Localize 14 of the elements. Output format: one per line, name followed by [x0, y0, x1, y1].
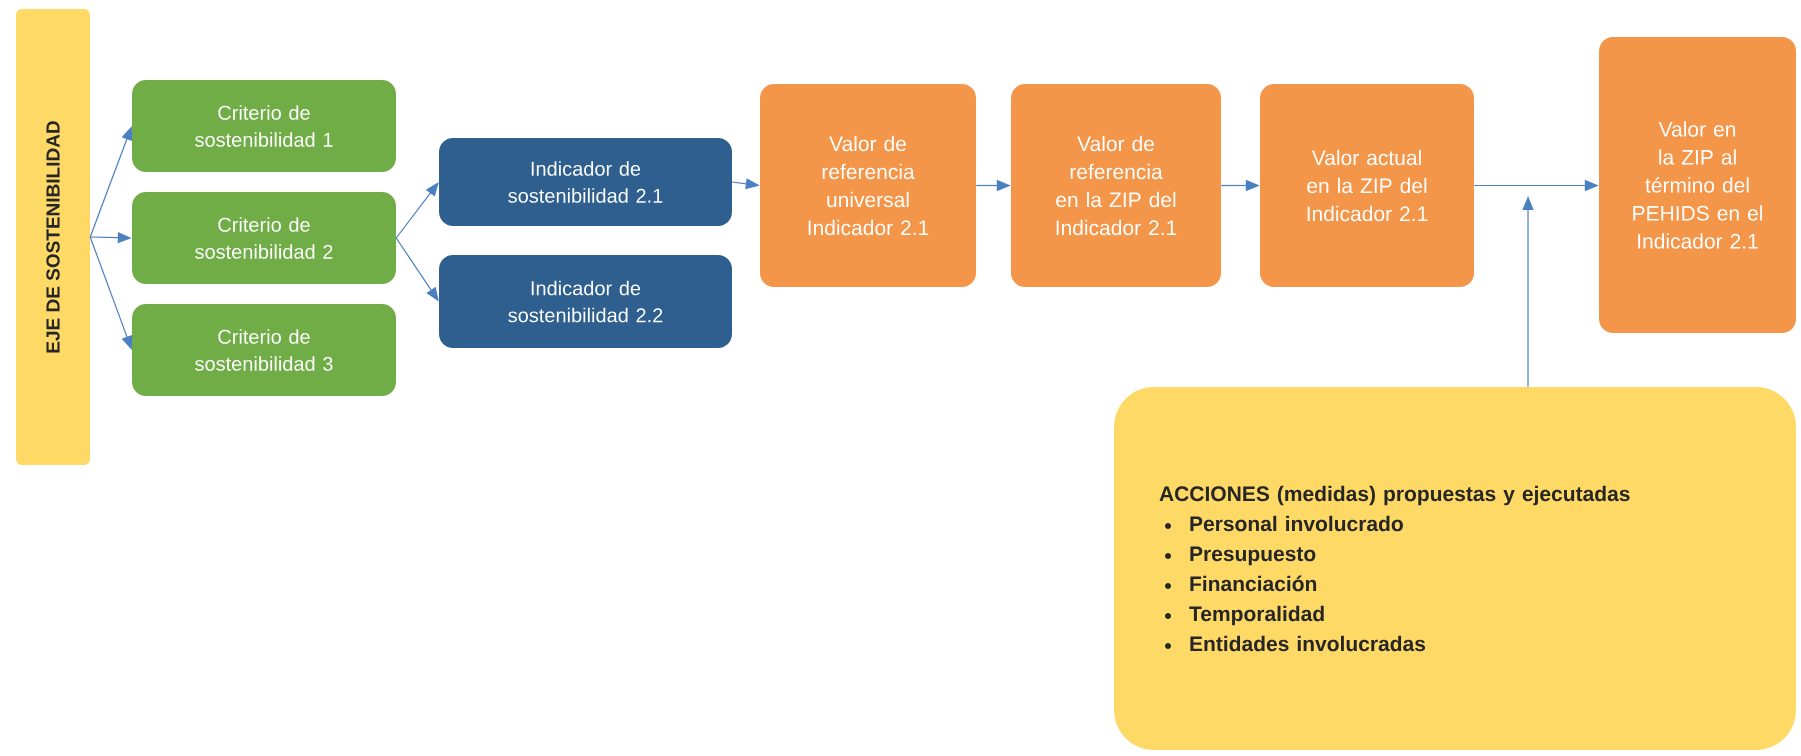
process-box: Valor de referencia en la ZIP del Indicador 2.1 [1011, 84, 1221, 287]
process-box: Criterio de sostenibilidad 3 [132, 304, 396, 396]
process-box: Criterio de sostenibilidad 2 [132, 192, 396, 284]
axis-band: EJE DE SOSTENIBILIDAD [16, 9, 90, 465]
arrow [89, 236, 133, 350]
arrow [89, 126, 133, 238]
process-box: Valor en la ZIP al término del PEHIDS en el Indicador 2.1 [1599, 37, 1796, 333]
arrow [395, 182, 439, 239]
process-box: Criterio de sostenibilidad 1 [132, 80, 396, 172]
process-box: Valor de referencia universal Indicador 2.1 [760, 84, 976, 287]
process-box: Valor actual en la ZIP del Indicador 2.1 [1260, 84, 1474, 287]
actions-box: ACCIONES (medidas) propuestas y ejecutadas Personal involucrado Presupuesto Financiación Temporalidad Entidades involucradas [1114, 387, 1796, 750]
process-box: Indicador de sostenibilidad 2.2 [439, 255, 732, 348]
process-box: Indicador de sostenibilidad 2.1 [439, 138, 732, 226]
